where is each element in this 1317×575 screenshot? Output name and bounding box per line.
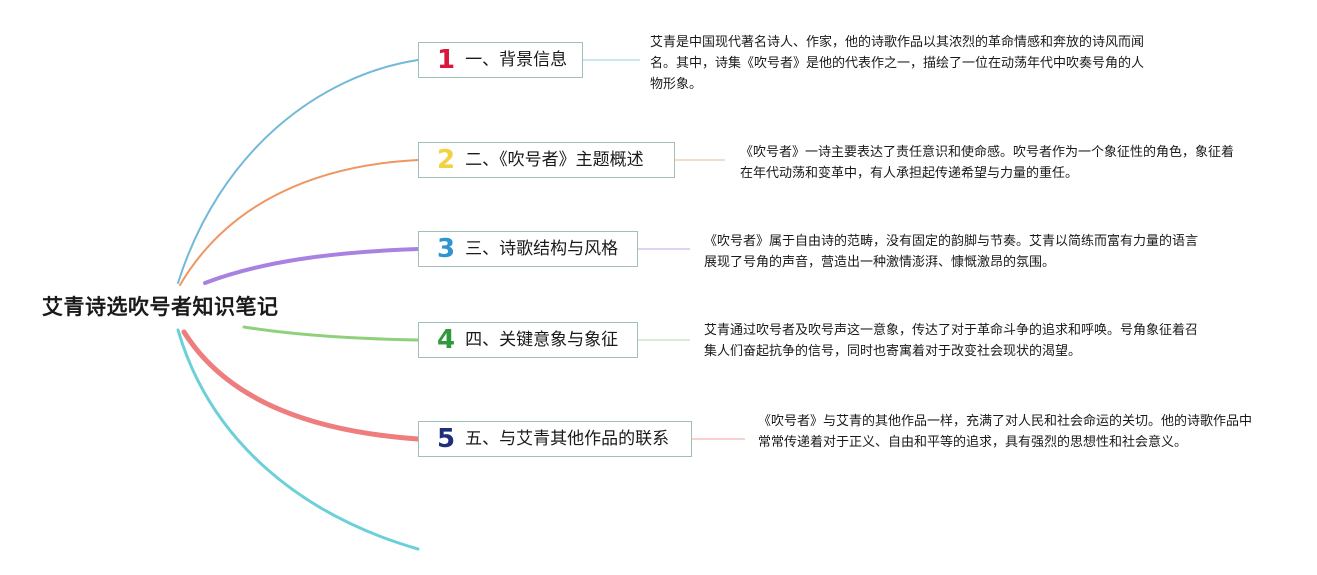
branch-4-number: 4 xyxy=(437,325,456,355)
branch-2-curve xyxy=(179,159,419,286)
branch-3-number: 3 xyxy=(437,234,456,264)
branch-3-label: 三、诗歌结构与风格 xyxy=(465,238,619,259)
branch-curves xyxy=(176,59,421,551)
branch-1-number: 1 xyxy=(437,45,456,75)
branch-3-curve xyxy=(203,247,420,285)
branch-5-label: 五、与艾青其他作品的联系 xyxy=(465,428,670,449)
branch-4-curve xyxy=(242,325,420,342)
branch-3-note: 《吹号者》属于自由诗的范畴，没有固定的韵脚与节奏。艾青以简练而富有力量的语言展现… xyxy=(704,234,1199,270)
root-topic[interactable]: 艾青诗选吹号者知识笔记 xyxy=(40,291,281,321)
branch-2-label: 二、《吹号者》主题概述 xyxy=(465,149,644,170)
branch-5-note: 《吹号者》与艾青的其他作品一样，充满了对人民和社会命运的关切。他的诗歌作品中常常… xyxy=(758,414,1253,450)
branch-1-label: 一、背景信息 xyxy=(465,49,568,70)
branch-2-number: 2 xyxy=(437,145,456,175)
branch-4-label: 四、关键意象与象征 xyxy=(465,329,619,350)
branch-1-box[interactable]: 1 一、背景信息 xyxy=(418,42,583,78)
branch-5-curve xyxy=(181,329,421,442)
note-connectors xyxy=(583,59,745,440)
branch-4-note: 艾青通过吹号者及吹号声这一意象，传达了对于革命斗争的追求和呼唤。号角象征着召集人… xyxy=(704,323,1199,359)
branch-1-curve xyxy=(177,59,419,284)
empty-branch-curve xyxy=(176,328,420,551)
branch-1-note: 艾青是中国现代著名诗人、作家，他的诗歌作品以其浓烈的革命情感和奔放的诗风而闻名。… xyxy=(650,35,1145,92)
branch-2-box[interactable]: 2 二、《吹号者》主题概述 xyxy=(418,142,675,178)
branch-4-box[interactable]: 4 四、关键意象与象征 xyxy=(418,322,638,358)
branch-3-box[interactable]: 3 三、诗歌结构与风格 xyxy=(418,231,638,267)
branch-5-number: 5 xyxy=(437,424,456,454)
branch-5-box[interactable]: 5 五、与艾青其他作品的联系 xyxy=(418,421,692,457)
branch-2-note: 《吹号者》一诗主要表达了责任意识和使命感。吹号者作为一个象征性的角色，象征着在年… xyxy=(740,145,1235,181)
